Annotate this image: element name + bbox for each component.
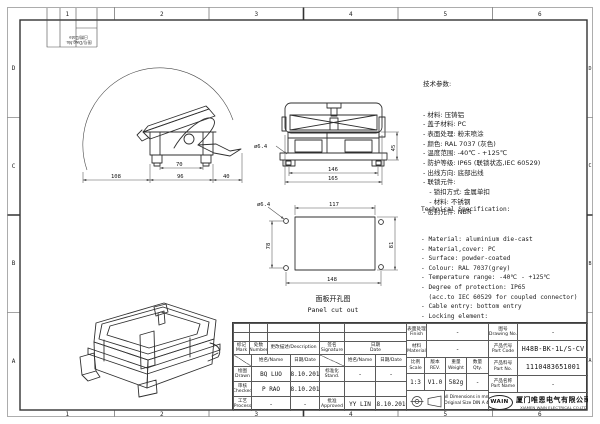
frame-col-label: 6 xyxy=(537,410,542,418)
frame-col-label: 2 xyxy=(159,10,164,18)
frame-row-label: A xyxy=(588,358,592,365)
frame-row-label: C xyxy=(11,162,16,170)
tb-finish: 表面处理 Finish xyxy=(406,323,426,340)
tb-finish-value: - xyxy=(426,323,488,340)
tb-process-name: - xyxy=(251,396,290,411)
dim-96: 96 xyxy=(177,174,184,180)
tb-scale: 比例 Scale xyxy=(406,357,424,373)
tb-drawing-no-value: - xyxy=(517,323,588,340)
tb-dimension-note: All Dimensions in mm Original Size DIN A… xyxy=(444,390,488,411)
tb-part-name-value: - xyxy=(517,375,588,392)
tb-standard: 标准化 Stand. xyxy=(319,366,344,381)
frame-col-label: 5 xyxy=(443,10,448,18)
frame-row-label: B xyxy=(11,260,16,268)
front-view-drawing: 146 165 45 ø6.4 xyxy=(254,102,399,185)
tb-part-no: 产品料号 Part No. xyxy=(488,357,517,375)
tb-checked: 审核 Checked xyxy=(233,381,251,396)
panel-cutout-caption-zh: 面板开孔图 xyxy=(316,294,351,303)
tb-checked-date: 18.10.2010 xyxy=(290,381,319,396)
hole-diameter-label: ø6.4 xyxy=(254,144,268,150)
spec-lines-zh: - 材料: 压铸铝 - 盖子材料: PC - 表面处理: 粉末喷涂 - 颜色: … xyxy=(423,110,541,216)
frame-col-label: 1 xyxy=(65,410,70,418)
side-view-drawing: 108 96 40 70 xyxy=(82,67,243,183)
tb-drawing-no: 图号 Drawing No. xyxy=(488,323,517,340)
tb-projection-symbols xyxy=(406,390,444,411)
spec-title-en: Technical Specification: xyxy=(421,206,511,214)
dim-146: 146 xyxy=(328,167,338,173)
hole-diameter-label: ø6.4 xyxy=(257,202,271,208)
technical-parameters-zh: 技术参数: - 材料: 压铸铝 - 盖子材料: PC - 表面处理: 粉末喷涂 … xyxy=(423,61,540,237)
frame-col-label: 4 xyxy=(348,410,353,418)
tb-part-code: 产品代号 Part Code xyxy=(488,340,517,357)
tb-company-cell: WAIN 厦门唯恩电气有限公司 XIAMEN WAIN ELECTRICAL C… xyxy=(488,392,588,411)
frame-col-label: 3 xyxy=(254,410,259,418)
company-logo: WAIN xyxy=(489,394,513,410)
tb-standard-date: - xyxy=(375,366,406,381)
tb-rev: 版本 REV. xyxy=(424,357,445,373)
frame-row-label: B xyxy=(588,260,592,267)
dim-117: 117 xyxy=(329,202,339,208)
frame-row-label: C xyxy=(588,163,592,170)
tb-part-name: 产品名称 Part Name xyxy=(488,375,517,392)
frame-col-label: 1 xyxy=(65,10,70,18)
tb-process: 工艺 Process xyxy=(233,396,251,411)
tb-date-hdr: 日期/Date xyxy=(375,354,406,366)
dim-40: 40 xyxy=(223,174,230,180)
tb-material: 材料 Material xyxy=(406,340,426,357)
tb-mark: 标记 Mark xyxy=(233,341,249,354)
tb-weight: 重量 Weight xyxy=(445,357,466,373)
tb-name-hdr: 姓名/Name xyxy=(251,354,290,366)
tb-weight-value: 582g xyxy=(445,373,466,390)
frame-col-label: 5 xyxy=(443,410,448,418)
company-name-zh: 厦门唯恩电气有限公司 xyxy=(516,395,588,404)
dim-height: 45 xyxy=(391,145,397,152)
frame-col-label: 6 xyxy=(537,10,542,18)
panel-cutout-drawing: 117 148 81 78 ø6.4 面板开孔图 Panel cut out xyxy=(257,202,398,314)
panel-cutout-caption-en: Panel cut out xyxy=(308,306,359,314)
tb-approved: 批准 Approved xyxy=(319,396,344,411)
corner-title-strip: 图号/Dwg.No. 日期/Date xyxy=(65,35,92,45)
tb-part-no-value: 1110483651001 xyxy=(517,357,588,375)
tb-date-hdr: 日期/Date xyxy=(290,354,319,366)
frame-col-label: 2 xyxy=(159,410,164,418)
frame-col-label: 4 xyxy=(348,10,353,18)
dim-81: 81 xyxy=(389,242,395,249)
spec-title-zh: 技术参数: xyxy=(423,80,452,89)
tb-drawn-date: 18.10.2010 xyxy=(290,366,319,381)
frame-row-label: A xyxy=(11,357,16,365)
tb-standard-name: - xyxy=(344,366,375,381)
tb-diagonal-cell xyxy=(233,354,251,366)
tb-number: 处数 Number xyxy=(249,341,267,354)
tb-approved-date: 18.10.2010 xyxy=(375,396,406,411)
company-name-en: XIAMEN WAIN ELECTRICAL CO.LTD xyxy=(520,404,587,410)
frame-row-label: D xyxy=(588,65,592,72)
tb-date: 日期 Date xyxy=(344,341,406,354)
tb-rev-value: V1.0 xyxy=(424,373,445,390)
tb-drawn-name: BQ LUO xyxy=(251,366,290,381)
title-block: 标记 Mark 处数 Number 更改描述/Description 签名 Si… xyxy=(232,322,588,411)
dim-78: 78 xyxy=(266,243,272,250)
tb-qty-value: - xyxy=(466,373,488,390)
tb-name-hdr: 姓名/Name xyxy=(344,354,375,366)
frame-col-label: 3 xyxy=(254,10,259,18)
dim-108: 108 xyxy=(111,174,121,180)
tb-checked-name: P RAO xyxy=(251,381,290,396)
dim-148: 148 xyxy=(327,277,337,283)
tb-qty: 数量 Qty. xyxy=(466,357,488,373)
tb-material-value: - xyxy=(426,340,488,357)
tb-scale-value: 1:3 xyxy=(406,373,424,390)
dim-165: 165 xyxy=(328,176,338,182)
frame-row-label: D xyxy=(11,65,16,73)
isometric-view-drawing xyxy=(79,302,221,398)
projection-symbol-icon xyxy=(410,395,441,407)
tb-part-code-value: H48B-BK-1L/S-CV xyxy=(517,340,588,357)
tb-approved-name: YY LIN xyxy=(344,396,375,411)
tb-process-date: - xyxy=(290,396,319,411)
tb-signature: 签名 Signature xyxy=(319,341,344,354)
tb-description: 更改描述/Description xyxy=(267,341,319,354)
tb-drawn: 绘图 Drawn xyxy=(233,366,251,381)
tb-diagonal-cell xyxy=(319,354,344,366)
dim-70: 70 xyxy=(176,162,183,168)
